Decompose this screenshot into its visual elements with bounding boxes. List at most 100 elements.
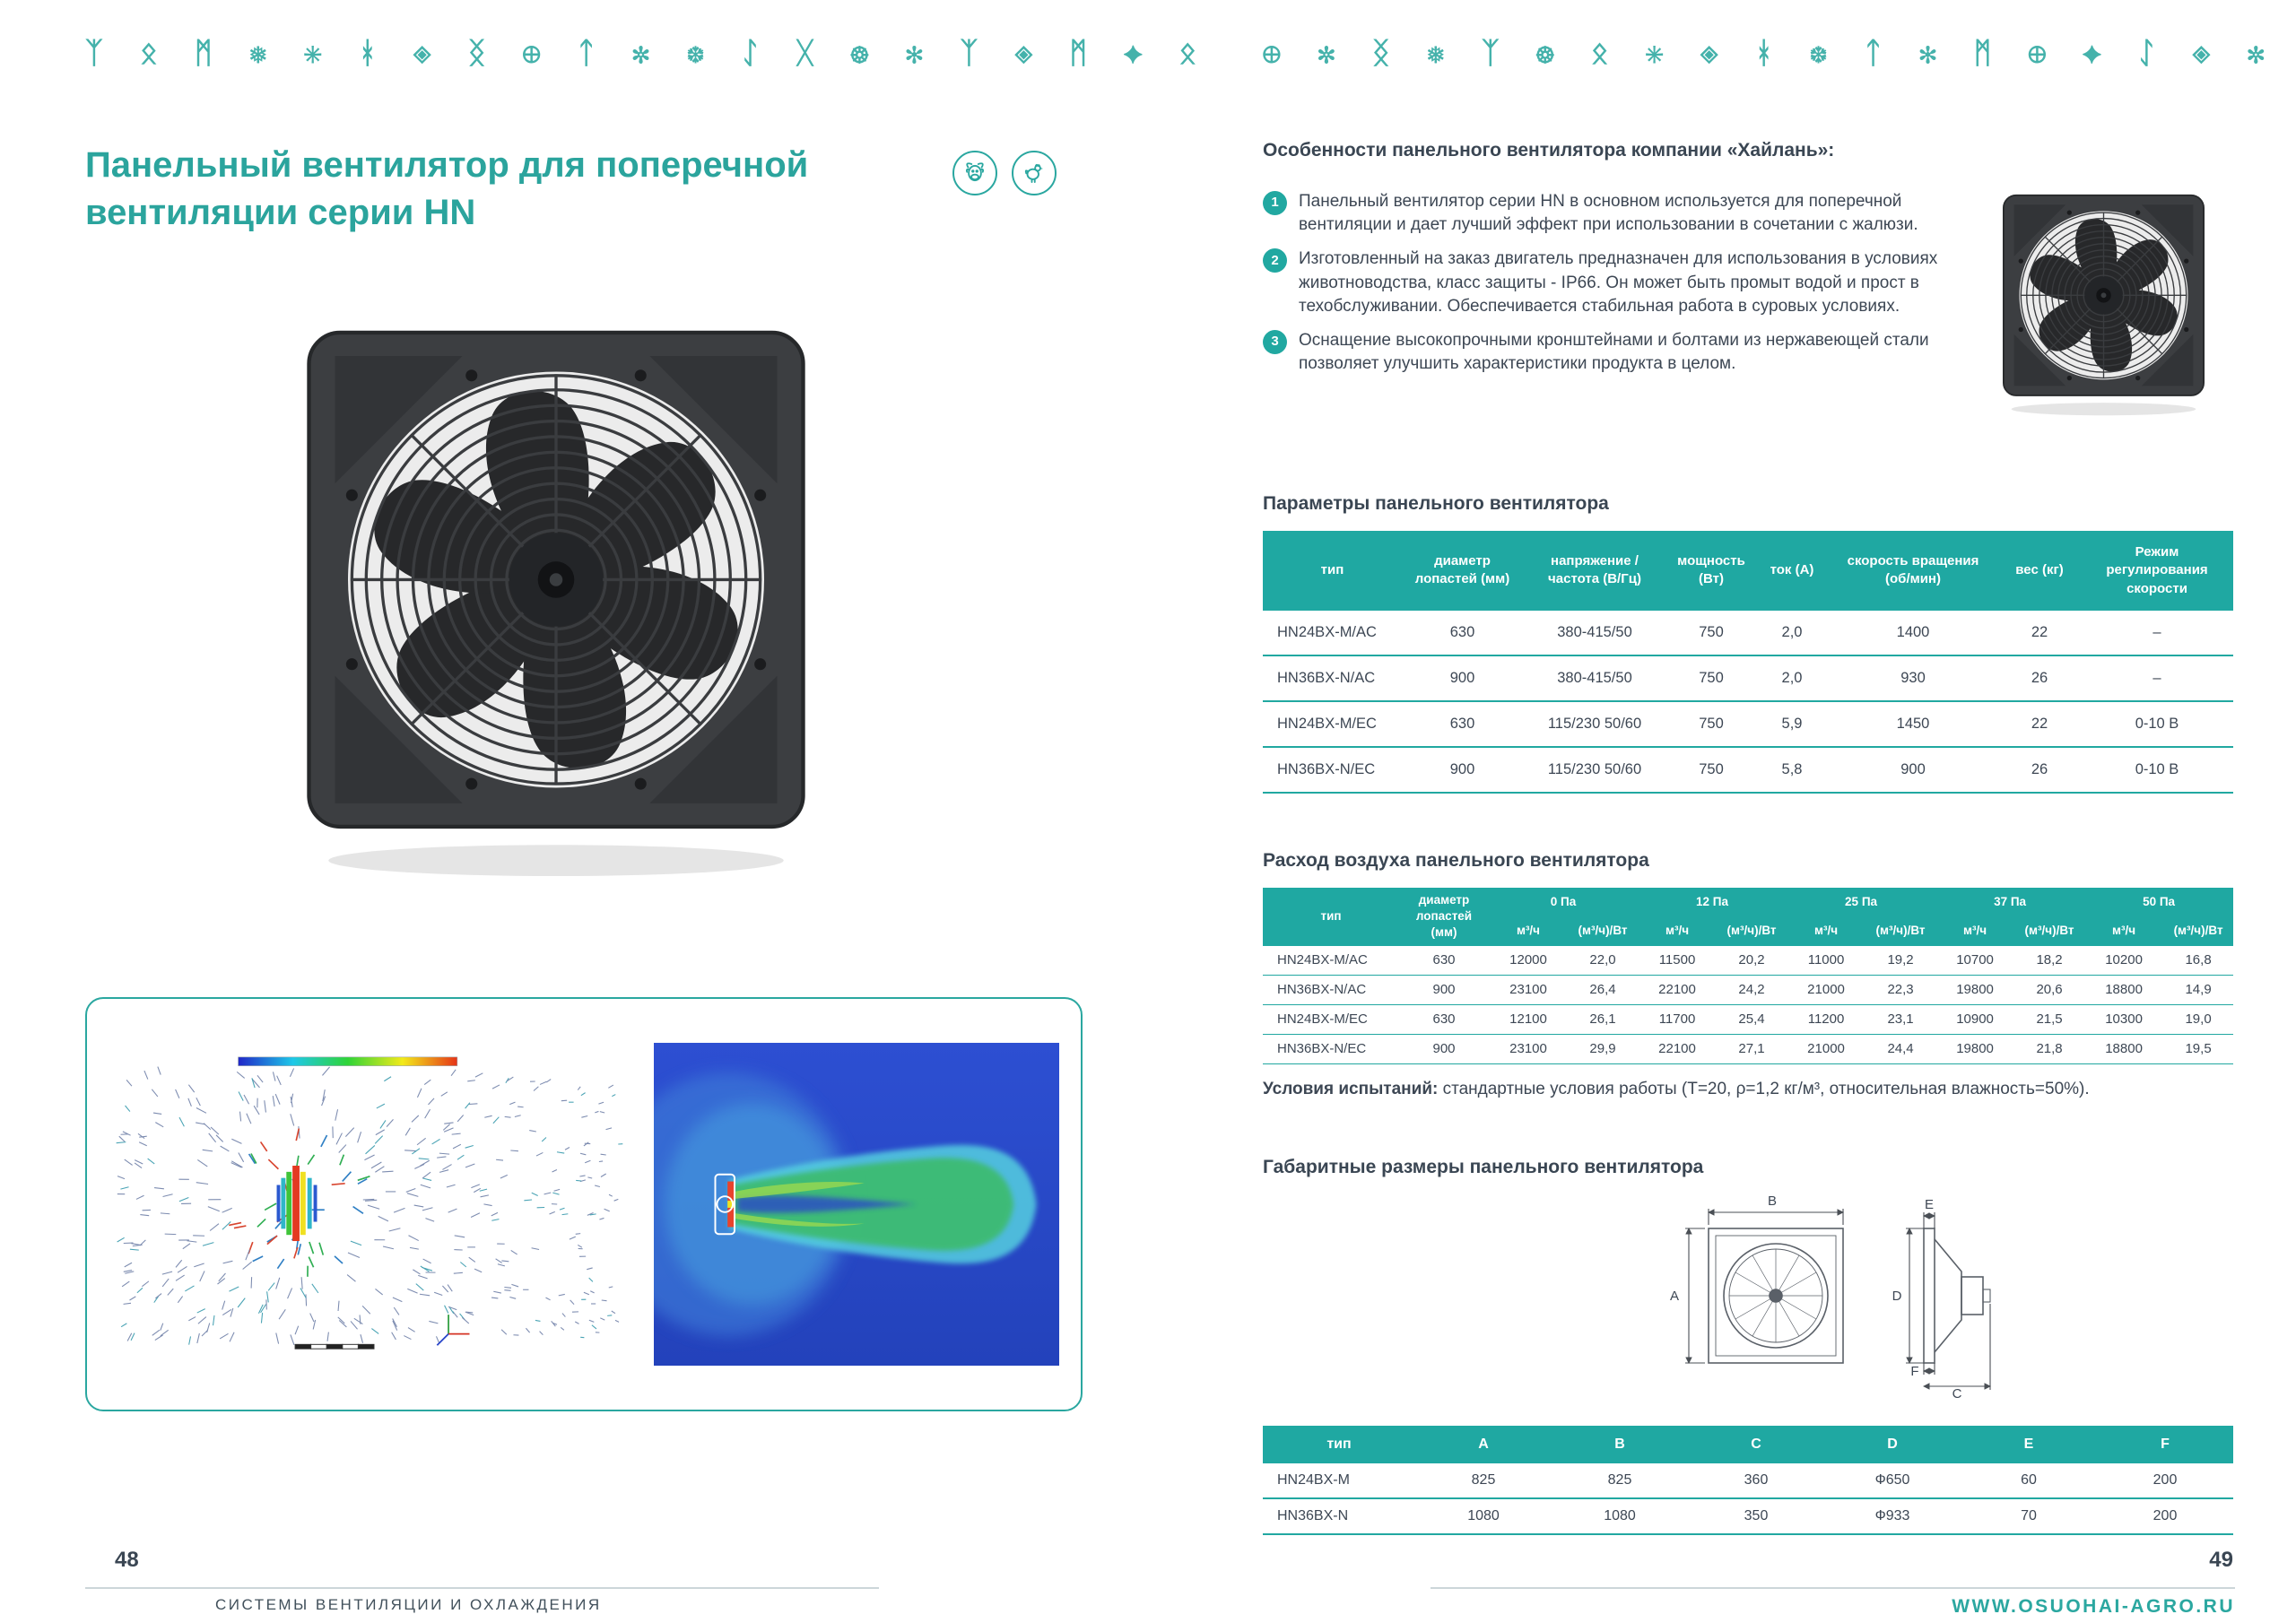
sub-header: м³/ч xyxy=(1935,916,2015,946)
folk-pattern-border-right: ⊕ ✼ ᛝ ❅ ᛉ ☸ ᛟ ✳ ◈ ᚼ ❆ ᛏ ✻ ᛗ ⊕ ✦ ᛇ ◈ ✼ ᛉ … xyxy=(1263,36,2296,69)
table-cell: 10300 xyxy=(2084,1004,2164,1035)
table-cell: 200 xyxy=(2097,1497,2233,1535)
colorbar xyxy=(238,1056,458,1066)
table-cell: 900 xyxy=(1828,746,1998,794)
params-table: тип диаметр лопастей (мм) напряжение / ч… xyxy=(1263,531,2233,794)
table-header: тип диаметр лопастей (мм) 0 Па 12 Па 25 … xyxy=(1263,888,2234,946)
table-cell: 70 xyxy=(1961,1497,2097,1535)
dimensions-heading: Габаритные размеры панельного вентилятор… xyxy=(1263,1157,1704,1177)
table-cell: 380-415/50 xyxy=(1523,610,1666,656)
test-conditions-label: Условия испытаний: xyxy=(1263,1080,1439,1098)
col-header: тип xyxy=(1263,531,1402,611)
table-cell: 11700 xyxy=(1638,1004,1718,1035)
website-link[interactable]: WWW.OSUOHAI-AGRO.RU xyxy=(1952,1596,2235,1617)
table-cell: 19800 xyxy=(1935,975,2015,1005)
table-cell: 12100 xyxy=(1489,1004,1568,1035)
table-cell: 21,8 xyxy=(2014,1034,2085,1064)
table-cell: 825 xyxy=(1552,1462,1688,1499)
test-conditions: Условия испытаний: стандартные условия р… xyxy=(1263,1078,2233,1102)
table-cell: 750 xyxy=(1666,610,1756,656)
table-cell: 1080 xyxy=(1415,1497,1552,1535)
cow-icon xyxy=(952,151,997,195)
col-header: E xyxy=(1961,1426,2097,1463)
col-header: C xyxy=(1688,1426,1824,1463)
dim-label-a: A xyxy=(1670,1289,1679,1304)
col-header: тип xyxy=(1263,1426,1415,1463)
col-header: тип xyxy=(1263,888,1399,946)
table-cell: – xyxy=(2081,610,2233,656)
cfd-vector-field-image xyxy=(107,1043,641,1366)
page-number: 48 xyxy=(115,1548,139,1572)
table-cell: HN36BX-N/AC xyxy=(1263,655,1402,702)
poultry-icon xyxy=(1012,151,1057,195)
table-cell: Ф650 xyxy=(1824,1462,1961,1499)
table-header: тип диаметр лопастей (мм) напряжение / ч… xyxy=(1263,531,2233,611)
table-cell: 900 xyxy=(1402,655,1523,702)
table-cell: HN24BX-M/AC xyxy=(1263,945,1399,976)
col-header: вес (кг) xyxy=(1998,531,2081,611)
table-cell: 26,4 xyxy=(1568,975,1639,1005)
table-cell: 5,8 xyxy=(1756,746,1828,794)
table-cell: 10700 xyxy=(1935,945,2015,976)
table-cell: 10200 xyxy=(2084,945,2164,976)
pressure-group-header: 0 Па xyxy=(1489,888,1639,917)
feature-item: 2 Изготовленный на заказ двигатель предн… xyxy=(1263,247,1976,318)
feature-number-badge: 2 xyxy=(1263,248,1287,273)
table-cell: HN36BX-N/EC xyxy=(1263,1034,1399,1064)
pressure-group-header: 25 Па xyxy=(1787,888,1936,917)
feature-item: 3 Оснащение высокопрочными кронштейнами … xyxy=(1263,329,1976,376)
table-cell: 630 xyxy=(1399,1004,1489,1035)
table-cell: Ф933 xyxy=(1824,1497,1961,1535)
sub-header: м³/ч xyxy=(2084,916,2164,946)
table-cell: 19,0 xyxy=(2163,1004,2234,1035)
sub-header: (м³/ч)/Вт xyxy=(2163,916,2234,946)
table-cell: 26 xyxy=(1998,746,2081,794)
table-cell: 21000 xyxy=(1787,975,1866,1005)
front-view xyxy=(1708,1228,1844,1364)
table-cell: 24,2 xyxy=(1717,975,1787,1005)
table-cell: 750 xyxy=(1666,700,1756,748)
table-cell: 23100 xyxy=(1489,1034,1568,1064)
table-cell: 350 xyxy=(1688,1497,1824,1535)
dim-label-f: F xyxy=(1910,1364,1918,1379)
table-cell: 27,1 xyxy=(1717,1034,1787,1064)
table-cell: 21,5 xyxy=(2014,1004,2085,1035)
col-header: скорость вращения (об/мин) xyxy=(1828,531,1998,611)
table-cell: 60 xyxy=(1961,1462,2097,1499)
table-cell: 22100 xyxy=(1638,1034,1718,1064)
table-cell: 115/230 50/60 xyxy=(1523,700,1666,748)
folk-pattern-border-left: ᛉ ᛟ ᛗ ❅ ✳ ᚼ ◈ ᛝ ⊕ ᛏ ✼ ❆ ᛇ ᚷ ☸ ✻ ᛉ ◈ ᛗ ✦ … xyxy=(85,36,1212,69)
table-cell: 2,0 xyxy=(1756,610,1828,656)
col-header: диаметр лопастей (мм) xyxy=(1399,888,1489,946)
table-cell: 900 xyxy=(1399,975,1489,1005)
dim-label-c: C xyxy=(1952,1386,1962,1401)
sub-header: (м³/ч)/Вт xyxy=(1717,916,1787,946)
dim-label-b: B xyxy=(1768,1193,1777,1209)
table-cell: 0-10 В xyxy=(2081,746,2233,794)
table-cell: 11500 xyxy=(1638,945,1718,976)
airflow-heading: Расход воздуха панельного вентилятора xyxy=(1263,850,1649,871)
table-cell: 19800 xyxy=(1935,1034,2015,1064)
airflow-simulation-figure xyxy=(85,997,1083,1411)
col-header: диаметр лопастей (мм) xyxy=(1402,531,1523,611)
table-cell: 25,4 xyxy=(1717,1004,1787,1035)
dimension-lines-side xyxy=(1906,1212,1991,1390)
fan-marker xyxy=(714,1173,735,1236)
table-header: тип A B C D E F xyxy=(1263,1426,2233,1463)
table-cell: HN24BX-M/EC xyxy=(1263,1004,1399,1035)
sub-header: (м³/ч)/Вт xyxy=(1568,916,1639,946)
table-cell: 200 xyxy=(2097,1462,2233,1499)
dimension-drawing: B A D E F C xyxy=(1655,1185,2076,1405)
table-cell: 630 xyxy=(1399,945,1489,976)
feature-number-badge: 3 xyxy=(1263,330,1287,355)
sub-header: м³/ч xyxy=(1638,916,1718,946)
table-cell: 1080 xyxy=(1552,1497,1688,1535)
page-number: 49 xyxy=(2209,1548,2233,1572)
axis-triad xyxy=(436,1315,470,1346)
pressure-group-header: 50 Па xyxy=(2084,888,2234,917)
